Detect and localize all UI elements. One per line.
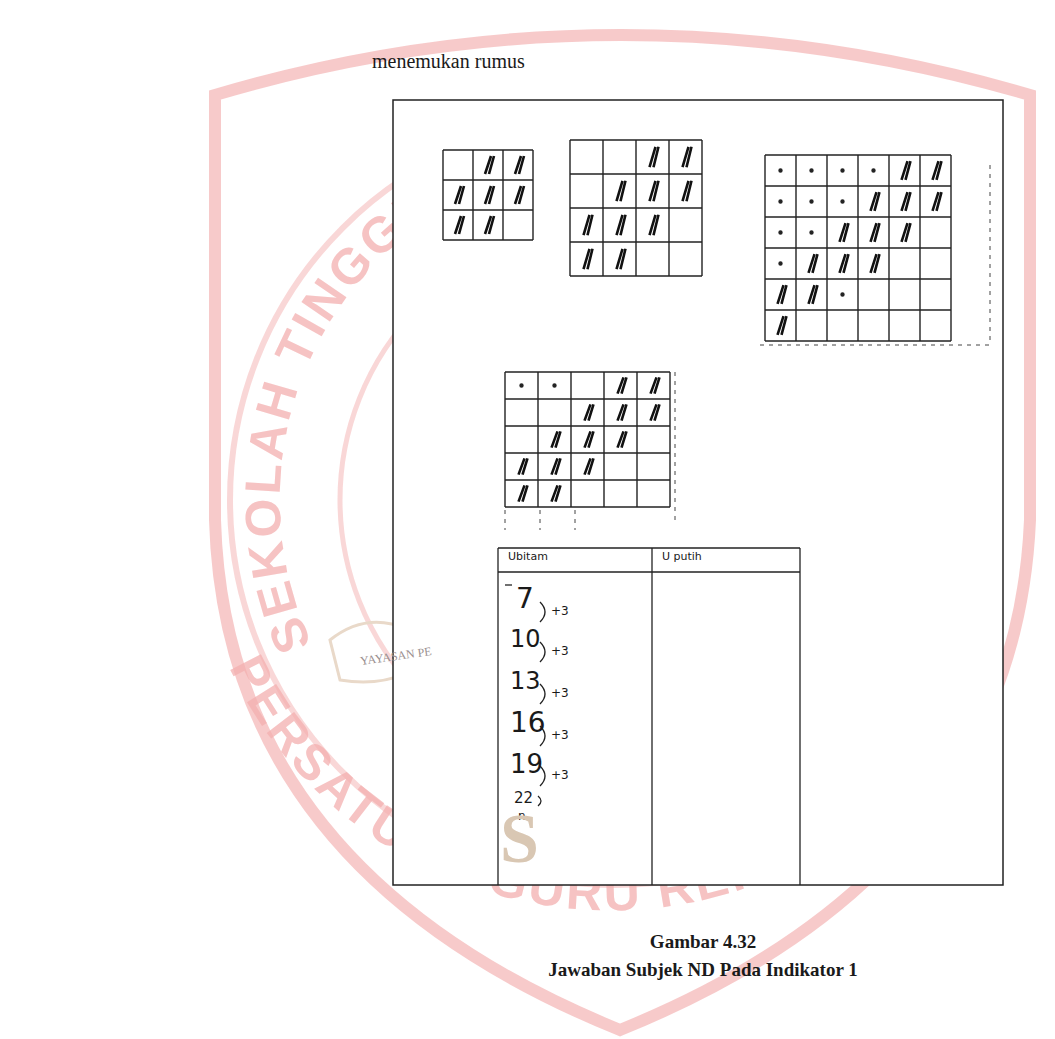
shading-mark	[455, 186, 464, 204]
shading-mark	[933, 192, 942, 211]
shading-mark	[871, 254, 880, 273]
dot-mark	[779, 262, 782, 265]
dot-mark	[810, 231, 813, 234]
shading-mark	[618, 431, 627, 447]
table-cell: +3	[551, 769, 569, 782]
table-cell: 10	[510, 626, 541, 652]
shading-mark	[585, 431, 594, 447]
shading-mark	[552, 458, 561, 474]
shading-mark	[778, 285, 787, 304]
dot-mark	[810, 169, 813, 172]
table-cell: U putih	[662, 551, 702, 563]
table-cell: +3	[551, 687, 569, 700]
shading-mark	[617, 215, 626, 235]
dot-mark	[553, 384, 556, 387]
dot-mark	[810, 200, 813, 203]
shading-mark	[552, 431, 561, 447]
shading-mark	[485, 186, 494, 204]
caption-text: Jawaban Subjek ND Pada Indikator 1	[548, 960, 858, 981]
dot-mark	[779, 169, 782, 172]
shading-mark	[902, 161, 911, 180]
figure-caption: Gambar 4.32	[650, 932, 756, 953]
shading-mark	[485, 156, 494, 174]
shading-mark	[902, 192, 911, 211]
table-cell: 7	[516, 584, 534, 615]
shading-mark	[618, 404, 627, 420]
dot-mark	[841, 169, 844, 172]
shading-mark	[778, 316, 787, 335]
shading-mark	[683, 147, 692, 167]
shading-mark	[617, 249, 626, 269]
shading-mark	[933, 161, 942, 180]
shading-mark	[650, 181, 659, 201]
table-cell: +3	[551, 605, 569, 618]
body-text: menemukan rumus	[372, 50, 525, 72]
shading-mark	[515, 186, 524, 204]
shading-mark	[650, 147, 659, 167]
shading-mark	[650, 215, 659, 235]
shading-mark	[871, 192, 880, 211]
shield-outline	[215, 35, 1030, 1030]
table-cell: 13	[510, 668, 541, 694]
paper-border	[393, 100, 1003, 885]
shading-mark	[585, 458, 594, 474]
watermark-text: S	[500, 800, 539, 877]
shading-mark	[584, 215, 593, 235]
table-cell: Ubitam	[508, 551, 548, 563]
shading-mark	[902, 223, 911, 242]
shading-mark	[618, 377, 627, 393]
dot-mark	[841, 200, 844, 203]
shading-mark	[809, 285, 818, 304]
shading-mark	[871, 223, 880, 242]
shading-mark	[651, 404, 660, 420]
shading-mark	[840, 223, 849, 242]
shading-mark	[840, 254, 849, 273]
shading-mark	[485, 216, 494, 234]
dot-mark	[779, 200, 782, 203]
shading-mark	[584, 249, 593, 269]
shading-mark	[651, 377, 660, 393]
dot-mark	[841, 293, 844, 296]
shading-mark	[809, 254, 818, 273]
table-cell: +3	[551, 729, 569, 742]
dot-mark	[520, 384, 523, 387]
shading-mark	[585, 404, 594, 420]
dot-mark	[779, 231, 782, 234]
shading-mark	[515, 156, 524, 174]
shading-mark	[552, 485, 561, 501]
table-cell: 16	[510, 708, 546, 739]
shading-mark	[519, 458, 528, 474]
dot-mark	[872, 169, 875, 172]
shading-mark	[683, 181, 692, 201]
shading-mark	[455, 216, 464, 234]
shading-mark	[617, 181, 626, 201]
table-cell: +3	[551, 645, 569, 658]
table-cell: 19	[510, 750, 543, 779]
shading-mark	[519, 485, 528, 501]
